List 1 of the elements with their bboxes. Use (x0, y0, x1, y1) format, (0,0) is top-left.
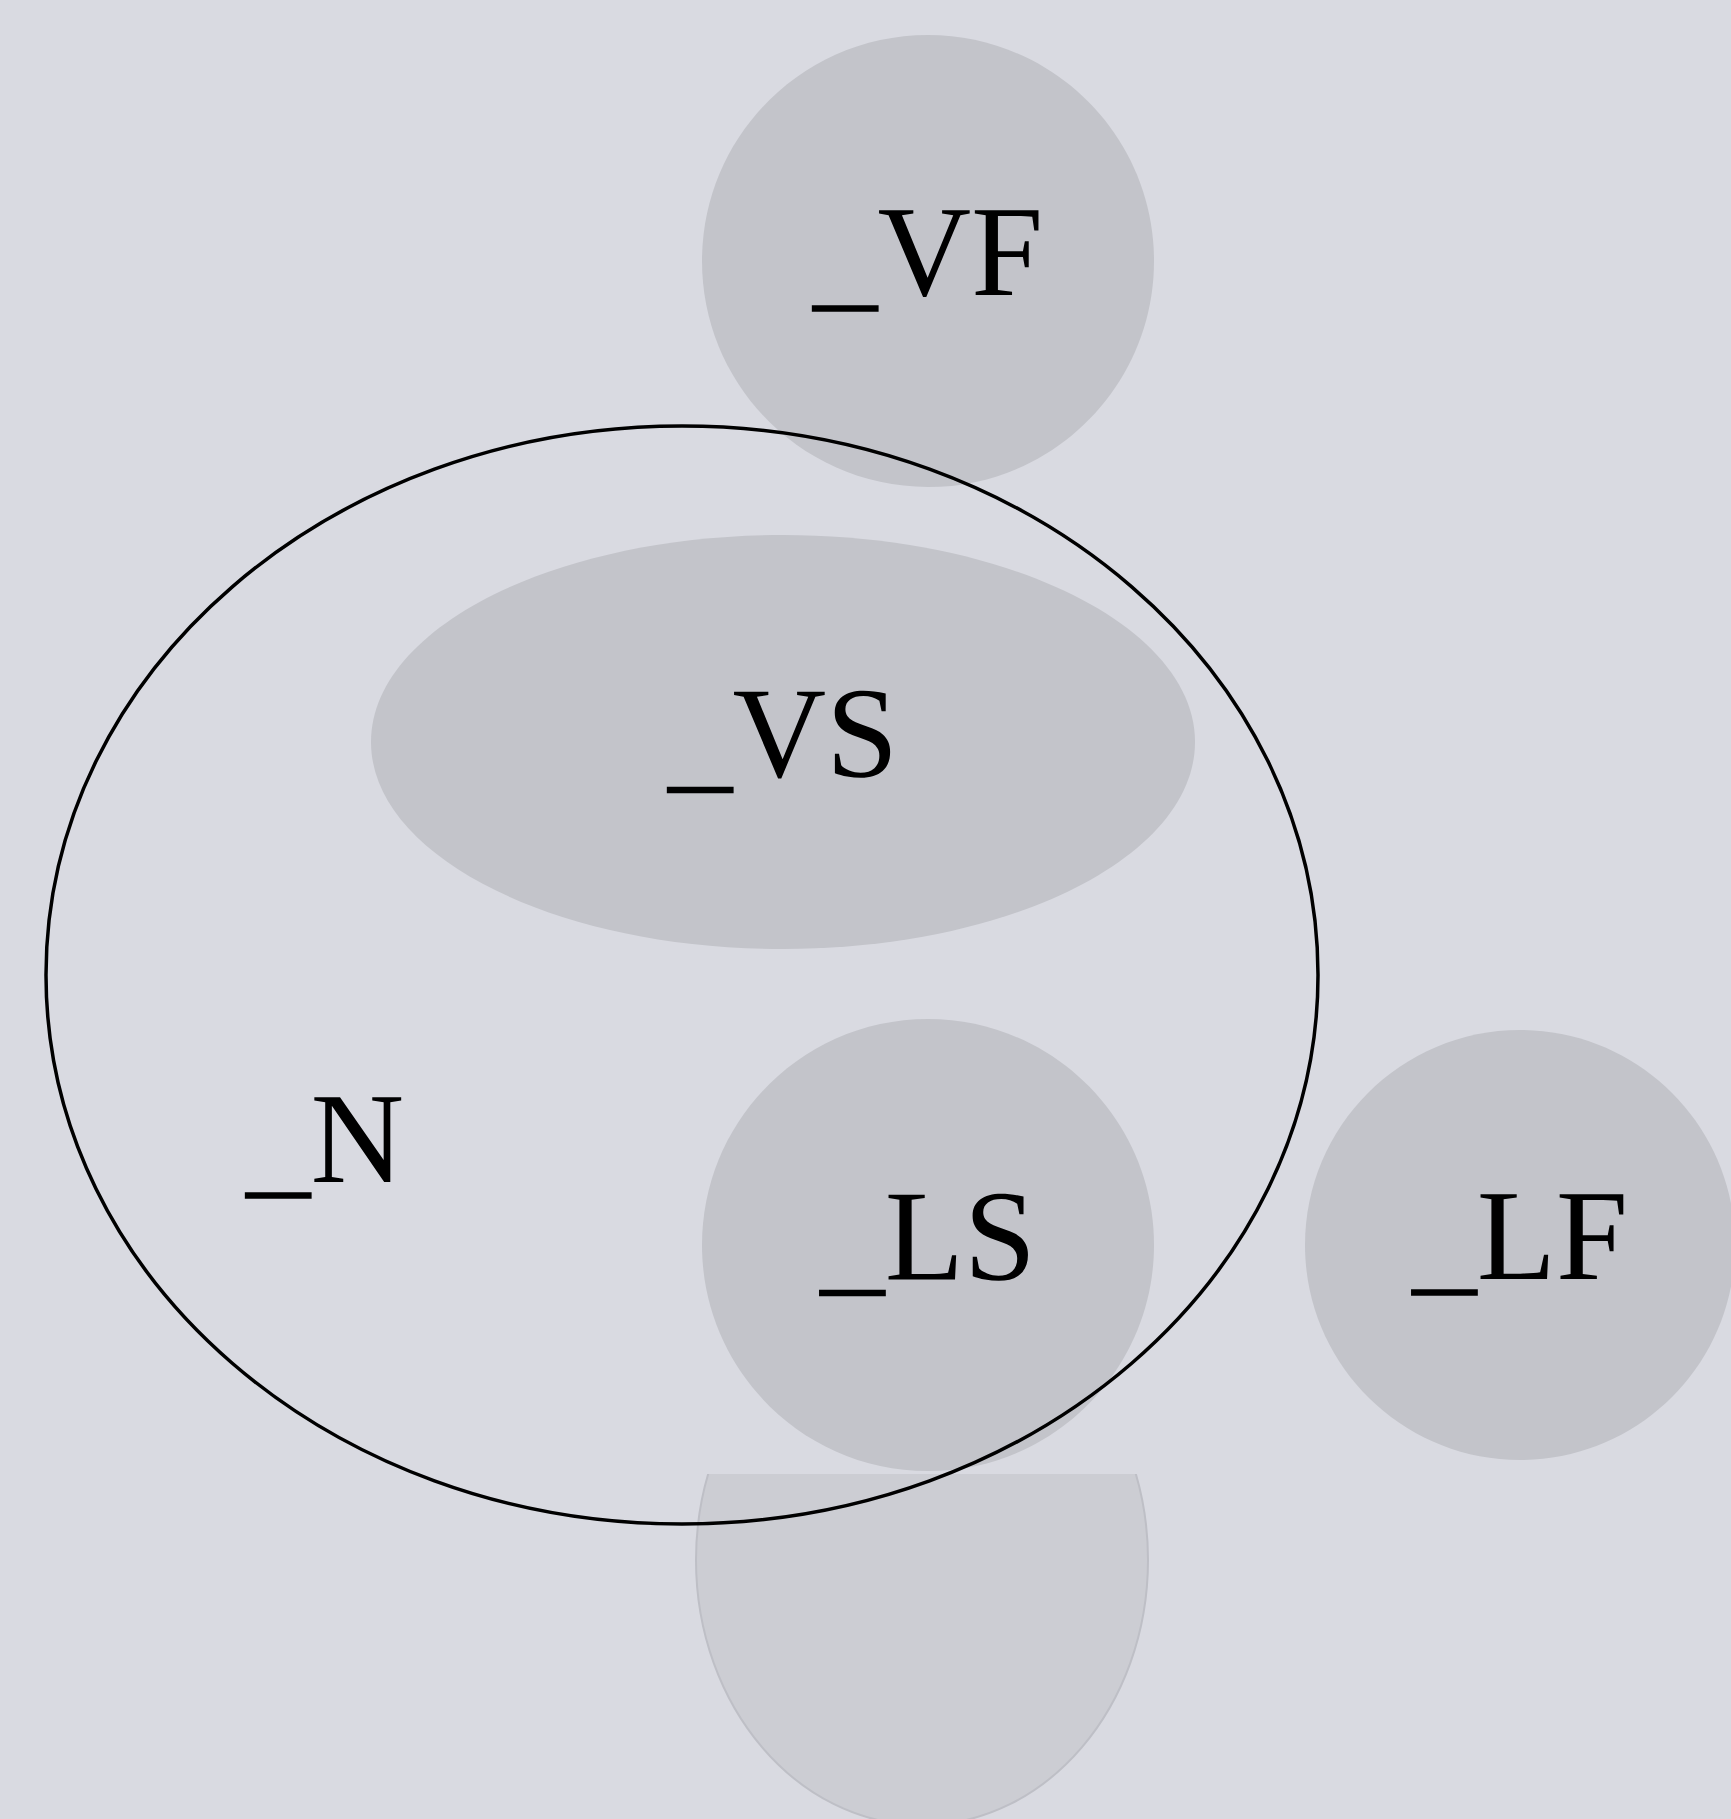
faint-ellipse (695, 1474, 1149, 1819)
